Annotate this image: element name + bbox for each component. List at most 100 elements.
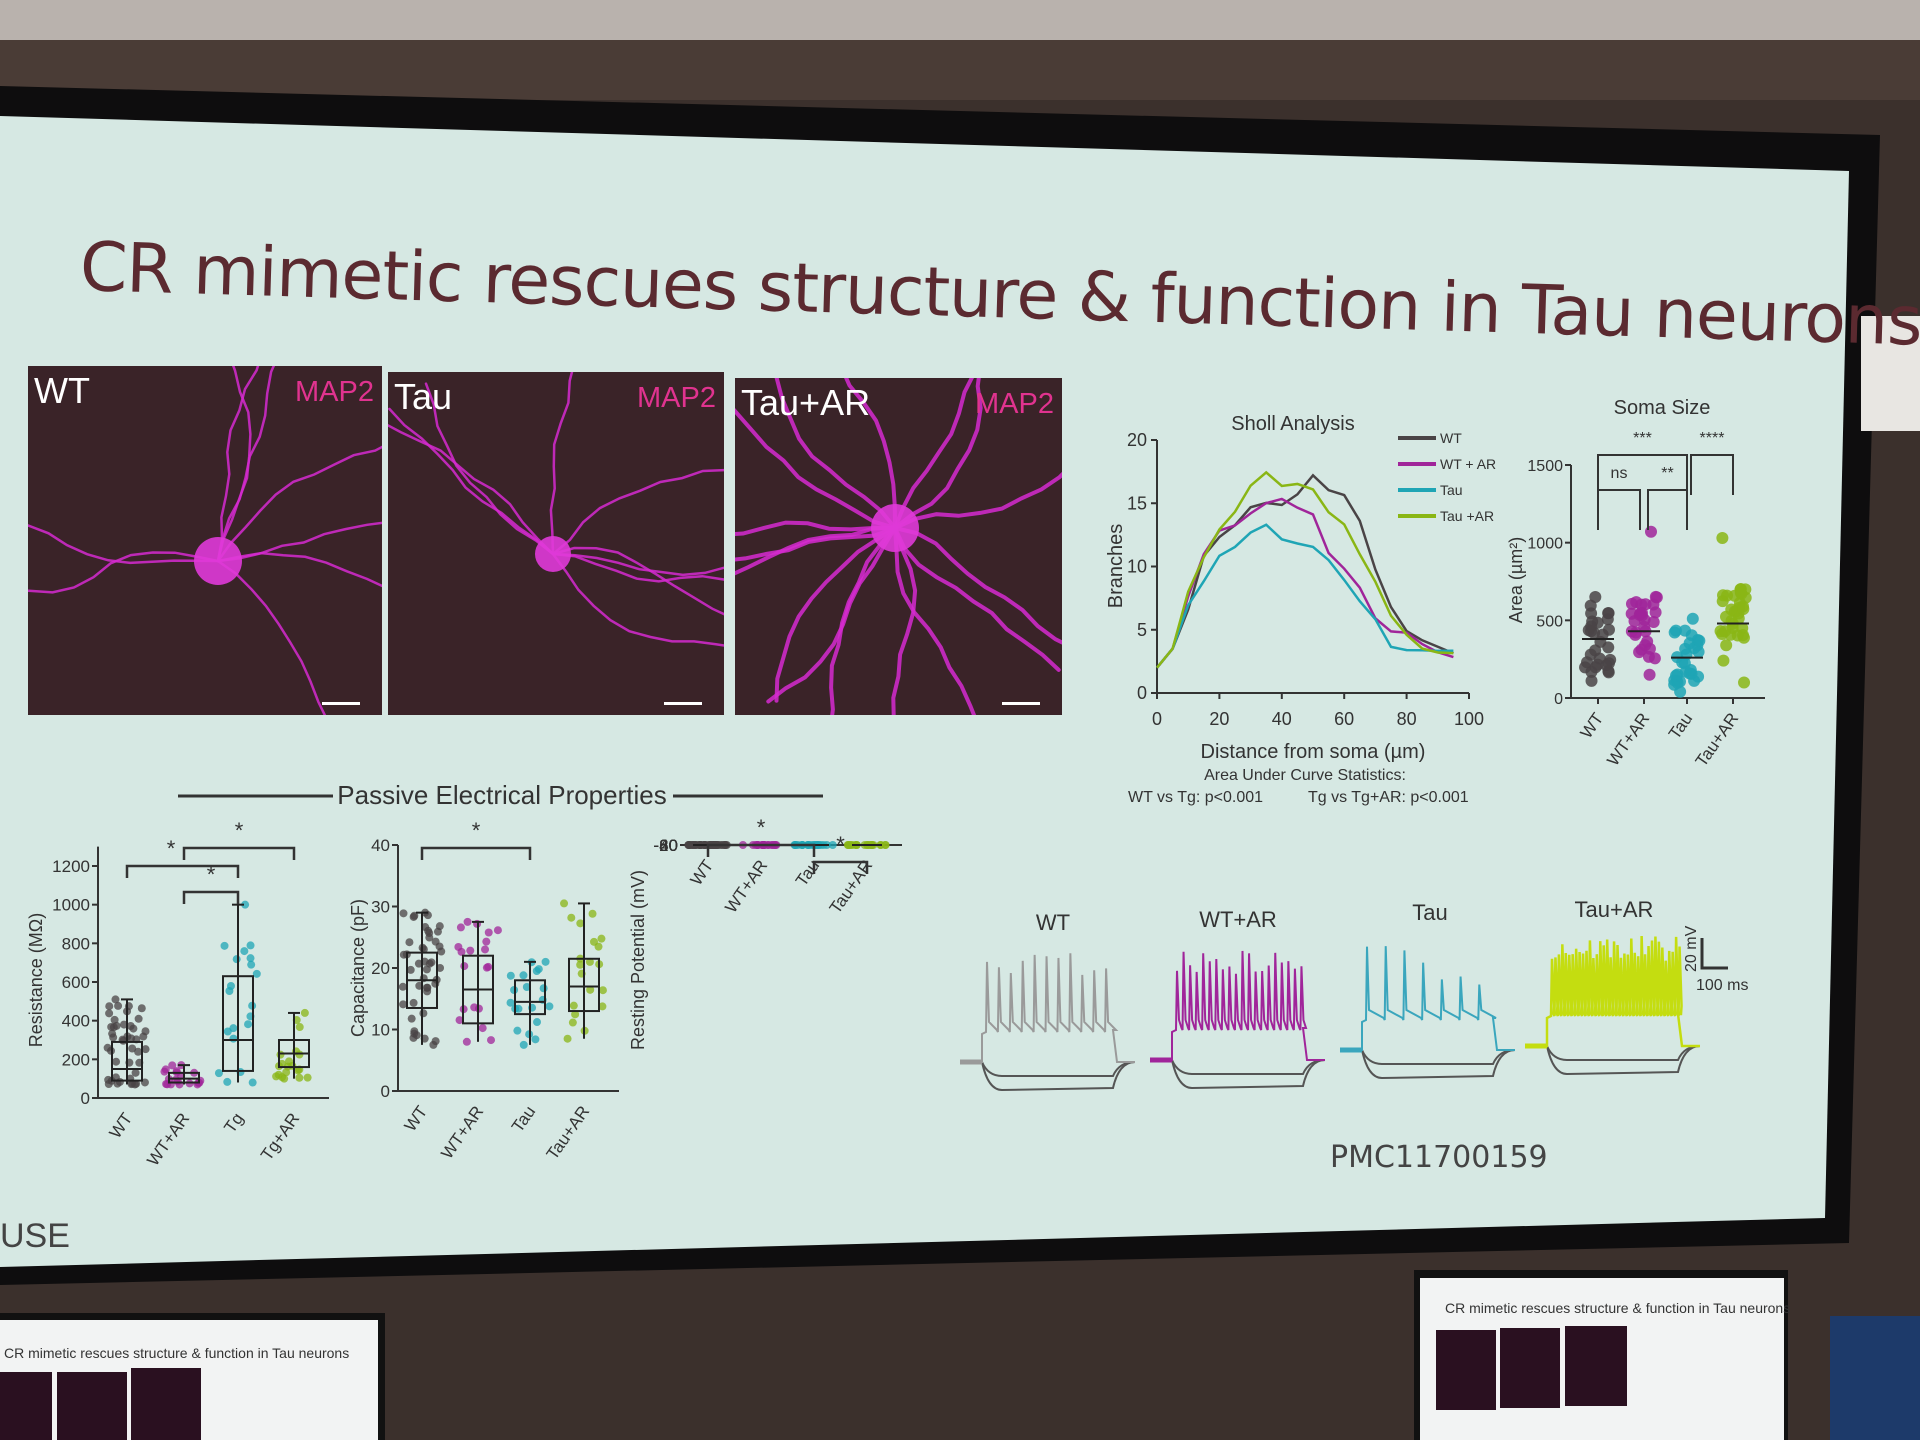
data-point bbox=[300, 1008, 309, 1017]
data-point bbox=[571, 1010, 580, 1019]
soma-point bbox=[1670, 669, 1683, 682]
dendrite bbox=[549, 372, 574, 556]
soma-point bbox=[1625, 607, 1638, 620]
data-point bbox=[522, 983, 531, 992]
data-point bbox=[881, 841, 890, 849]
box bbox=[222, 975, 254, 1072]
significance-bracket bbox=[812, 860, 869, 874]
dendrite bbox=[735, 526, 897, 576]
resistance-ylabel: Resistance (MΩ) bbox=[26, 913, 46, 1047]
soma-point bbox=[1643, 668, 1656, 681]
soma-point bbox=[1669, 624, 1682, 637]
data-point bbox=[295, 1073, 304, 1082]
significance-label: * bbox=[757, 815, 766, 840]
data-point bbox=[567, 913, 576, 922]
image-panel-tau-ar: Tau+AR MAP2 bbox=[735, 378, 1062, 715]
x-tick-label: 100 bbox=[1454, 709, 1484, 729]
sholl-ylabel: Branches bbox=[1105, 524, 1127, 609]
y-tick-label: 800 bbox=[62, 934, 90, 953]
data-point bbox=[410, 911, 419, 920]
data-point bbox=[246, 941, 255, 950]
data-point bbox=[134, 1014, 143, 1023]
soma-point bbox=[1717, 654, 1730, 667]
data-point bbox=[168, 1061, 177, 1070]
soma-point bbox=[1676, 656, 1689, 669]
dendrite bbox=[388, 407, 555, 556]
data-point bbox=[252, 969, 261, 978]
blue-banner bbox=[1830, 1316, 1920, 1440]
data-point bbox=[484, 928, 493, 937]
data-point bbox=[560, 899, 569, 908]
data-point bbox=[141, 1045, 150, 1054]
dendrite bbox=[551, 552, 724, 583]
y-tick-label: -60 bbox=[653, 836, 678, 855]
soma-point bbox=[1650, 591, 1663, 604]
data-point bbox=[597, 934, 606, 943]
data-point bbox=[482, 937, 491, 946]
dendrite bbox=[735, 526, 897, 562]
neuron-image-tau bbox=[388, 372, 724, 647]
trace-hyperpolarizing bbox=[1525, 1045, 1701, 1061]
soma-point bbox=[1684, 664, 1697, 677]
significance-label: ns bbox=[1611, 465, 1628, 482]
soma-point bbox=[1737, 603, 1750, 616]
data-point bbox=[506, 998, 515, 1007]
data-point bbox=[399, 1000, 408, 1009]
y-tick-label: 400 bbox=[62, 1012, 90, 1031]
dendrite bbox=[893, 378, 974, 530]
soma-title: Soma Size bbox=[1614, 397, 1711, 419]
y-tick-label: 30 bbox=[371, 898, 390, 917]
significance-label: *** bbox=[1633, 430, 1652, 447]
significance-label: * bbox=[207, 862, 216, 887]
data-point bbox=[240, 947, 249, 956]
data-point bbox=[407, 1014, 416, 1023]
dendrite bbox=[735, 408, 897, 530]
scale-ms: 100 ms bbox=[1696, 977, 1748, 994]
x-tick-label: 40 bbox=[1272, 709, 1292, 729]
data-point bbox=[423, 987, 432, 996]
image-panel-wt: WT MAP2 bbox=[28, 366, 382, 715]
data-point bbox=[541, 957, 550, 966]
dendrite bbox=[844, 378, 897, 530]
stain-label: MAP2 bbox=[975, 388, 1054, 420]
scale-bar bbox=[1002, 702, 1040, 705]
dendrite bbox=[551, 468, 724, 556]
significance-bracket bbox=[706, 843, 816, 857]
dendrite bbox=[893, 378, 983, 530]
soma-body bbox=[871, 504, 919, 552]
sholl-line-tau bbox=[1156, 523, 1454, 669]
citation-label: PMC11700159 bbox=[1330, 1140, 1548, 1175]
neuron-image-wt bbox=[28, 366, 382, 715]
data-point bbox=[141, 1027, 150, 1036]
data-point bbox=[244, 1020, 253, 1029]
auc-tg-vs-tgar: Tg vs Tg+AR: p<0.001 bbox=[1308, 789, 1469, 806]
data-point bbox=[419, 1009, 428, 1018]
trace-spiking bbox=[1150, 950, 1325, 1061]
x-tick-label: 0 bbox=[1152, 709, 1162, 729]
significance-label: * bbox=[235, 818, 244, 843]
significance-bracket bbox=[1647, 489, 1688, 530]
resting-ylabel: Resting Potential (mV) bbox=[628, 870, 648, 1050]
data-point bbox=[594, 942, 603, 951]
data-point bbox=[436, 963, 445, 972]
soma-point bbox=[1639, 639, 1652, 652]
y-tick-label: 20 bbox=[1127, 430, 1147, 450]
dendrite bbox=[28, 524, 220, 565]
data-point bbox=[493, 926, 502, 935]
data-point bbox=[223, 1027, 232, 1036]
dendrite bbox=[216, 366, 276, 563]
data-point bbox=[132, 1079, 141, 1088]
significance-bracket bbox=[125, 864, 240, 878]
scale-bar bbox=[1700, 938, 1728, 970]
x-tick-label: 80 bbox=[1397, 709, 1417, 729]
neuron-image-tau-ar bbox=[735, 378, 1062, 715]
data-point bbox=[398, 982, 407, 991]
soma-body bbox=[194, 537, 242, 585]
data-point bbox=[478, 1024, 487, 1033]
data-point bbox=[586, 985, 595, 994]
significance-bracket bbox=[1597, 489, 1641, 530]
box bbox=[568, 957, 600, 1013]
dendrite bbox=[28, 551, 220, 594]
data-point bbox=[220, 941, 229, 950]
